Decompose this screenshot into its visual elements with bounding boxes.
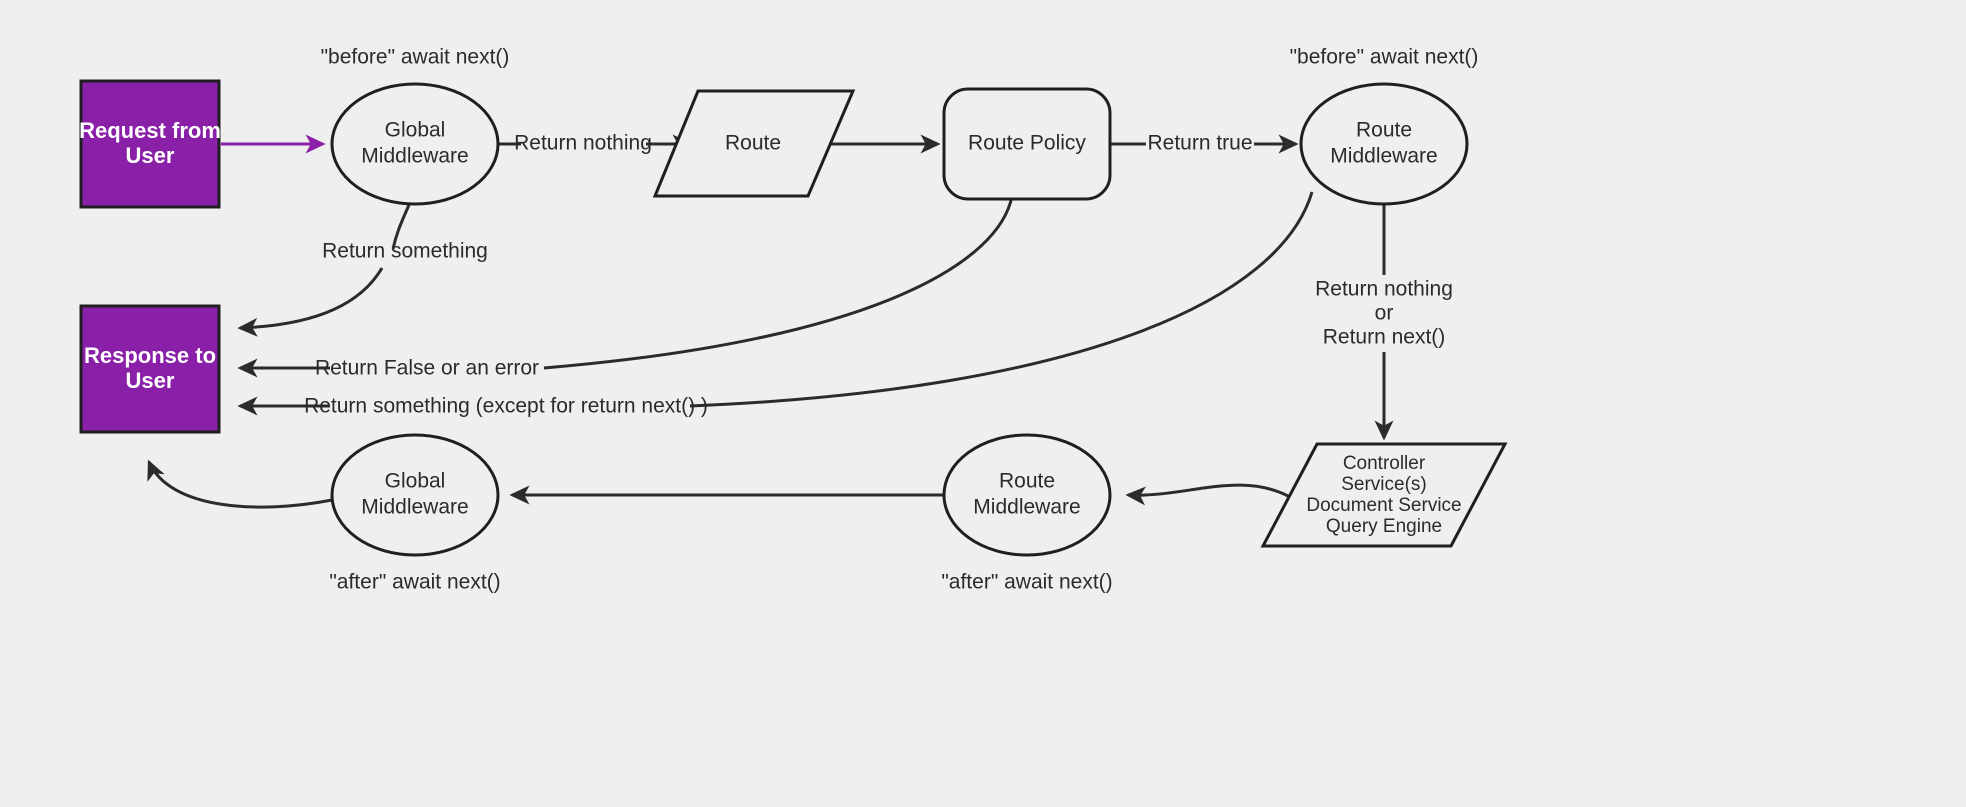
- node-route[interactable]: Route: [652, 89, 856, 198]
- node-route-middleware-bottom[interactable]: Route Middleware: [942, 433, 1112, 557]
- controller-label-line1: Controller: [1343, 453, 1426, 474]
- global-middleware-top-label-line1: Global: [385, 119, 446, 142]
- edge-global-return-something-upper: [391, 204, 411, 250]
- controller-label-line3: Document Service: [1306, 495, 1461, 516]
- global-middleware-top-label-line2: Middleware: [361, 145, 468, 168]
- response-box-label-line2: User: [126, 368, 175, 393]
- controller-label-line2: Service(s): [1341, 474, 1427, 495]
- caption-after-await-next-route: "after" await next(): [941, 571, 1112, 594]
- edge-label-return-nothing-or-next-line3: Return next(): [1323, 326, 1446, 349]
- global-middleware-top-ellipse: [330, 82, 500, 206]
- route-middleware-top-label-line2: Middleware: [1330, 145, 1437, 168]
- edge-label-return-nothing-or-next-line1: Return nothing: [1315, 278, 1453, 301]
- edge-label-return-nothing: Return nothing: [514, 132, 652, 155]
- caption-before-await-next-route: "before" await next(): [1290, 46, 1479, 69]
- edge-label-return-false-or-error: Return False or an error: [315, 357, 539, 380]
- node-global-middleware-bottom[interactable]: Global Middleware: [330, 433, 500, 557]
- caption-before-await-next-global: "before" await next(): [321, 46, 510, 69]
- route-middleware-top-label-line1: Route: [1356, 119, 1412, 142]
- edge-label-return-something-except-next: Return something (except for return next…: [304, 395, 708, 418]
- edge-label-return-nothing-or-next-line2: or: [1375, 302, 1394, 325]
- edge-label-return-true: Return true: [1147, 132, 1252, 155]
- route-middleware-top-ellipse: [1299, 82, 1469, 206]
- node-request-from-user[interactable]: Request from User: [79, 79, 221, 209]
- node-controller[interactable]: Controller Service(s) Document Service Q…: [1260, 442, 1508, 548]
- node-global-middleware-top[interactable]: Global Middleware: [330, 82, 500, 206]
- route-middleware-bottom-ellipse: [942, 433, 1112, 557]
- response-box-rect: [79, 304, 221, 434]
- route-parallelogram: [652, 89, 856, 198]
- edge-global-middleware-bottom-to-response: [147, 459, 333, 509]
- route-policy-label: Route Policy: [968, 132, 1086, 155]
- caption-after-await-next-global: "after" await next(): [329, 571, 500, 594]
- global-middleware-bottom-label-line2: Middleware: [361, 496, 468, 519]
- route-middleware-bottom-label-line1: Route: [999, 470, 1055, 493]
- global-middleware-bottom-ellipse: [330, 433, 500, 557]
- global-middleware-bottom-label-line1: Global: [385, 470, 446, 493]
- edge-policy-return-false-curve: [543, 195, 1014, 370]
- node-route-policy[interactable]: Route Policy: [942, 87, 1112, 201]
- node-route-middleware-top[interactable]: Route Middleware: [1299, 82, 1469, 206]
- request-box-label-line2: User: [126, 143, 175, 168]
- controller-label-line4: Query Engine: [1326, 516, 1442, 537]
- route-policy-rect: [942, 87, 1112, 201]
- request-box-label-line1: Request from: [79, 118, 221, 143]
- node-response-to-user[interactable]: Response to User: [79, 304, 221, 434]
- request-box-rect: [79, 79, 221, 209]
- response-box-label-line1: Response to: [84, 343, 216, 368]
- controller-parallelogram: [1260, 442, 1508, 548]
- edge-routemw-return-something-curve: [689, 191, 1314, 408]
- edge-global-return-something-lower: [237, 267, 384, 337]
- route-label: Route: [725, 132, 781, 155]
- edge-controller-to-route-middleware-bottom: [1125, 483, 1291, 506]
- route-middleware-bottom-label-line2: Middleware: [973, 496, 1080, 519]
- edge-label-return-something-global: Return something: [322, 240, 488, 263]
